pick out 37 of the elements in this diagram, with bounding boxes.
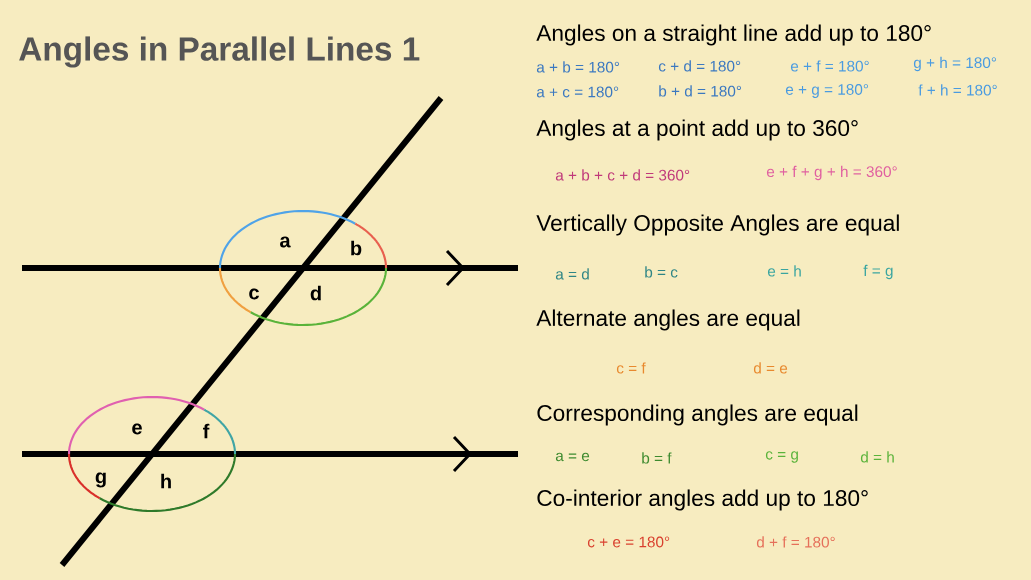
equation: a = e xyxy=(555,452,590,462)
equation: e = h xyxy=(767,265,801,277)
equation: c + d = 180° xyxy=(658,60,741,72)
equation: d = e xyxy=(753,362,788,374)
rule-heading: Corresponding angles are equal xyxy=(537,404,858,426)
angle-label: g xyxy=(95,472,106,488)
rule-heading: Co-interior angles add up to 180° xyxy=(537,489,868,511)
equation: e + f = 180° xyxy=(790,60,869,72)
equation: a = d xyxy=(555,268,589,280)
rule-heading: Angles at a point add up to 360° xyxy=(536,119,858,141)
equation: c = f xyxy=(616,362,646,374)
rule-heading: Alternate angles are equal xyxy=(536,309,800,331)
equation: e + g = 180° xyxy=(785,84,869,98)
angle-label: d xyxy=(310,285,321,301)
equation: e + f + g + h = 360° xyxy=(766,165,897,181)
angle-label: h xyxy=(161,473,171,489)
rule-heading: Angles on a straight line add up to 180° xyxy=(536,24,931,46)
equation: c + e = 180° xyxy=(587,536,670,548)
equation: d = h xyxy=(860,451,894,463)
equation: c = g xyxy=(765,451,798,463)
angle-label: a xyxy=(280,236,291,248)
angle-label: e xyxy=(132,423,142,435)
equation: a + c = 180° xyxy=(536,86,619,98)
rule-heading: Vertically Opposite Angles are equal xyxy=(536,214,899,236)
equation: a + b = 180° xyxy=(536,61,620,73)
equation: a + b + c + d = 360° xyxy=(555,169,690,181)
equation: d + f = 180° xyxy=(756,536,835,548)
equation: f = g xyxy=(863,264,893,280)
angle-label: b xyxy=(351,240,362,256)
equation: b = f xyxy=(642,452,672,464)
equation: b = c xyxy=(645,266,678,278)
title: Angles in Parallel Lines 1 xyxy=(19,36,420,68)
equation: g + h = 180° xyxy=(913,56,997,72)
equation: f + h = 180° xyxy=(918,84,997,96)
equation: b + d = 180° xyxy=(659,85,742,97)
angle-label: c xyxy=(249,288,259,300)
angle-label: f xyxy=(203,423,210,439)
